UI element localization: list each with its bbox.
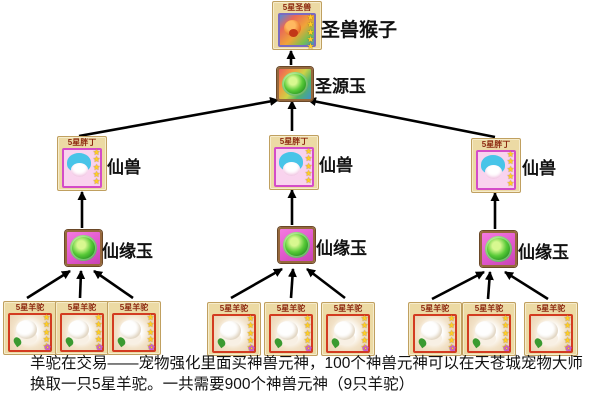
fate-jade-right-icon: [480, 231, 517, 267]
monkey-icon: ★★★★★: [278, 13, 316, 51]
star-rating: ★★★★★: [92, 148, 101, 188]
alpaca-icon: ★★★★★ ✿: [269, 314, 313, 353]
pudding-icon: ★★★★★: [62, 148, 102, 188]
flower-icon: ✿: [96, 343, 103, 352]
star-rating: ★★★★★: [360, 314, 369, 354]
label-sacred-monkey: 圣兽猴子: [321, 20, 398, 41]
star-rating: ★★★★★: [447, 314, 456, 354]
card-badge: 5星羊驼: [474, 304, 504, 313]
flower-icon: ✿: [44, 343, 51, 352]
star-rating: ★★★★★: [306, 13, 315, 53]
alpaca-icon: ★★★★★ ✿: [326, 314, 370, 353]
flower-icon: ✿: [565, 344, 572, 353]
card-alpaca: 5星羊驼 ★★★★★ ✿: [408, 302, 462, 356]
card-alpaca: 5星羊驼 ★★★★★ ✿: [107, 301, 161, 355]
star-rating: ★★★★★: [501, 314, 510, 354]
flower-icon: ✿: [503, 344, 510, 353]
arrow-pet-m3: [306, 267, 346, 300]
jade-orb: [282, 72, 308, 96]
card-alpaca: 5星羊驼 ★★★★★ ✿: [264, 302, 318, 356]
card-badge: 5星胖丁: [481, 140, 511, 149]
arrow-beast-left-to-jade: [78, 96, 279, 138]
label-fate-jade-mid: 仙缘玉: [316, 239, 367, 258]
caption-line-1: 羊驼在交易——宠物强化里面买神兽元神，100个神兽元神可以在天苍城宠物大师: [30, 355, 583, 372]
card-sacred-beast: 5星圣兽 ★★★★★: [272, 1, 322, 51]
jade-orb: [70, 235, 97, 261]
star-rating: ★★★★★: [563, 314, 572, 354]
card-badge: 5星羊驼: [15, 303, 45, 312]
card-badge: 5星胖丁: [67, 138, 97, 147]
arrow-pet-l1: [26, 269, 71, 300]
alpaca-icon: ★★★★★ ✿: [212, 314, 256, 353]
flower-icon: ✿: [449, 344, 456, 353]
arrow-pet-r3: [504, 270, 549, 301]
alpaca-icon: ★★★★★ ✿: [60, 313, 104, 352]
card-badge: 5星羊驼: [276, 304, 306, 313]
arrow-beast-right-to-jade: [307, 97, 496, 139]
card-badge: 5星胖丁: [279, 137, 309, 146]
arrow-pet-l3: [93, 269, 134, 300]
pudding-icon: ★★★★★: [274, 147, 314, 187]
label-holy-jade: 圣源玉: [315, 77, 366, 96]
label-fate-jade-left: 仙缘玉: [102, 242, 153, 261]
arrow-pet-m2: [287, 268, 297, 299]
star-rating: ★★★★★: [303, 314, 312, 354]
card-alpaca: 5星羊驼 ★★★★★ ✿: [3, 301, 57, 355]
flower-icon: ✿: [362, 344, 369, 353]
fate-jade-left-icon: [65, 230, 102, 266]
caption-line-2: 换取一只5星羊驼。一共需要900个神兽元神（9只羊驼）: [30, 375, 415, 393]
card-alpaca: 5星羊驼 ★★★★★ ✿: [524, 302, 578, 356]
flower-icon: ✿: [148, 343, 155, 352]
card-badge: 5星羊驼: [67, 303, 97, 312]
star-rating: ★★★★★: [304, 147, 313, 187]
arrow-pet-r1: [431, 270, 485, 301]
card-badge: 5星圣兽: [282, 3, 312, 12]
card-alpaca: 5星羊驼 ★★★★★ ✿: [462, 302, 516, 356]
star-rating: ★★★★★: [146, 313, 155, 353]
card-beast-left: 5星胖丁 ★★★★★: [57, 136, 107, 191]
arrow-pet-l2: [76, 270, 86, 299]
card-badge: 5星羊驼: [119, 303, 149, 312]
card-alpaca: 5星羊驼 ★★★★★ ✿: [207, 302, 261, 356]
jade-orb: [485, 236, 512, 262]
alpaca-icon: ★★★★★ ✿: [8, 313, 52, 352]
card-badge: 5星羊驼: [333, 304, 363, 313]
star-rating: ★★★★★: [246, 314, 255, 354]
card-alpaca: 5星羊驼 ★★★★★ ✿: [321, 302, 375, 356]
card-alpaca: 5星羊驼 ★★★★★ ✿: [55, 301, 109, 355]
label-beast-mid: 仙兽: [319, 156, 353, 175]
card-beast-mid: 5星胖丁 ★★★★★: [269, 135, 319, 190]
star-rating: ★★★★★: [42, 313, 51, 353]
card-badge: 5星羊驼: [536, 304, 566, 313]
label-beast-right: 仙兽: [522, 159, 556, 178]
alpaca-icon: ★★★★★ ✿: [112, 313, 156, 352]
label-fate-jade-right: 仙缘玉: [518, 243, 569, 262]
card-badge: 5星羊驼: [219, 304, 249, 313]
card-badge: 5星羊驼: [420, 304, 450, 313]
arrow-pet-r2: [484, 271, 494, 300]
jade-orb: [283, 232, 310, 258]
flower-icon: ✿: [305, 344, 312, 353]
star-rating: ★★★★★: [94, 313, 103, 353]
flower-icon: ✿: [248, 344, 255, 353]
caption: 羊驼在交易——宠物强化里面买神兽元神，100个神兽元神可以在天苍城宠物大师 换取…: [30, 354, 590, 395]
fate-jade-mid-icon: [278, 227, 315, 263]
alpaca-icon: ★★★★★ ✿: [467, 314, 511, 353]
pudding-icon: ★★★★★: [476, 150, 516, 190]
alpaca-icon: ★★★★★ ✿: [413, 314, 457, 353]
label-beast-left: 仙兽: [107, 158, 141, 177]
card-beast-right: 5星胖丁 ★★★★★: [471, 138, 521, 193]
arrow-pet-m1: [230, 267, 283, 300]
alpaca-icon: ★★★★★ ✿: [529, 314, 573, 353]
star-rating: ★★★★★: [506, 150, 515, 190]
holy-jade-icon: [277, 67, 313, 101]
